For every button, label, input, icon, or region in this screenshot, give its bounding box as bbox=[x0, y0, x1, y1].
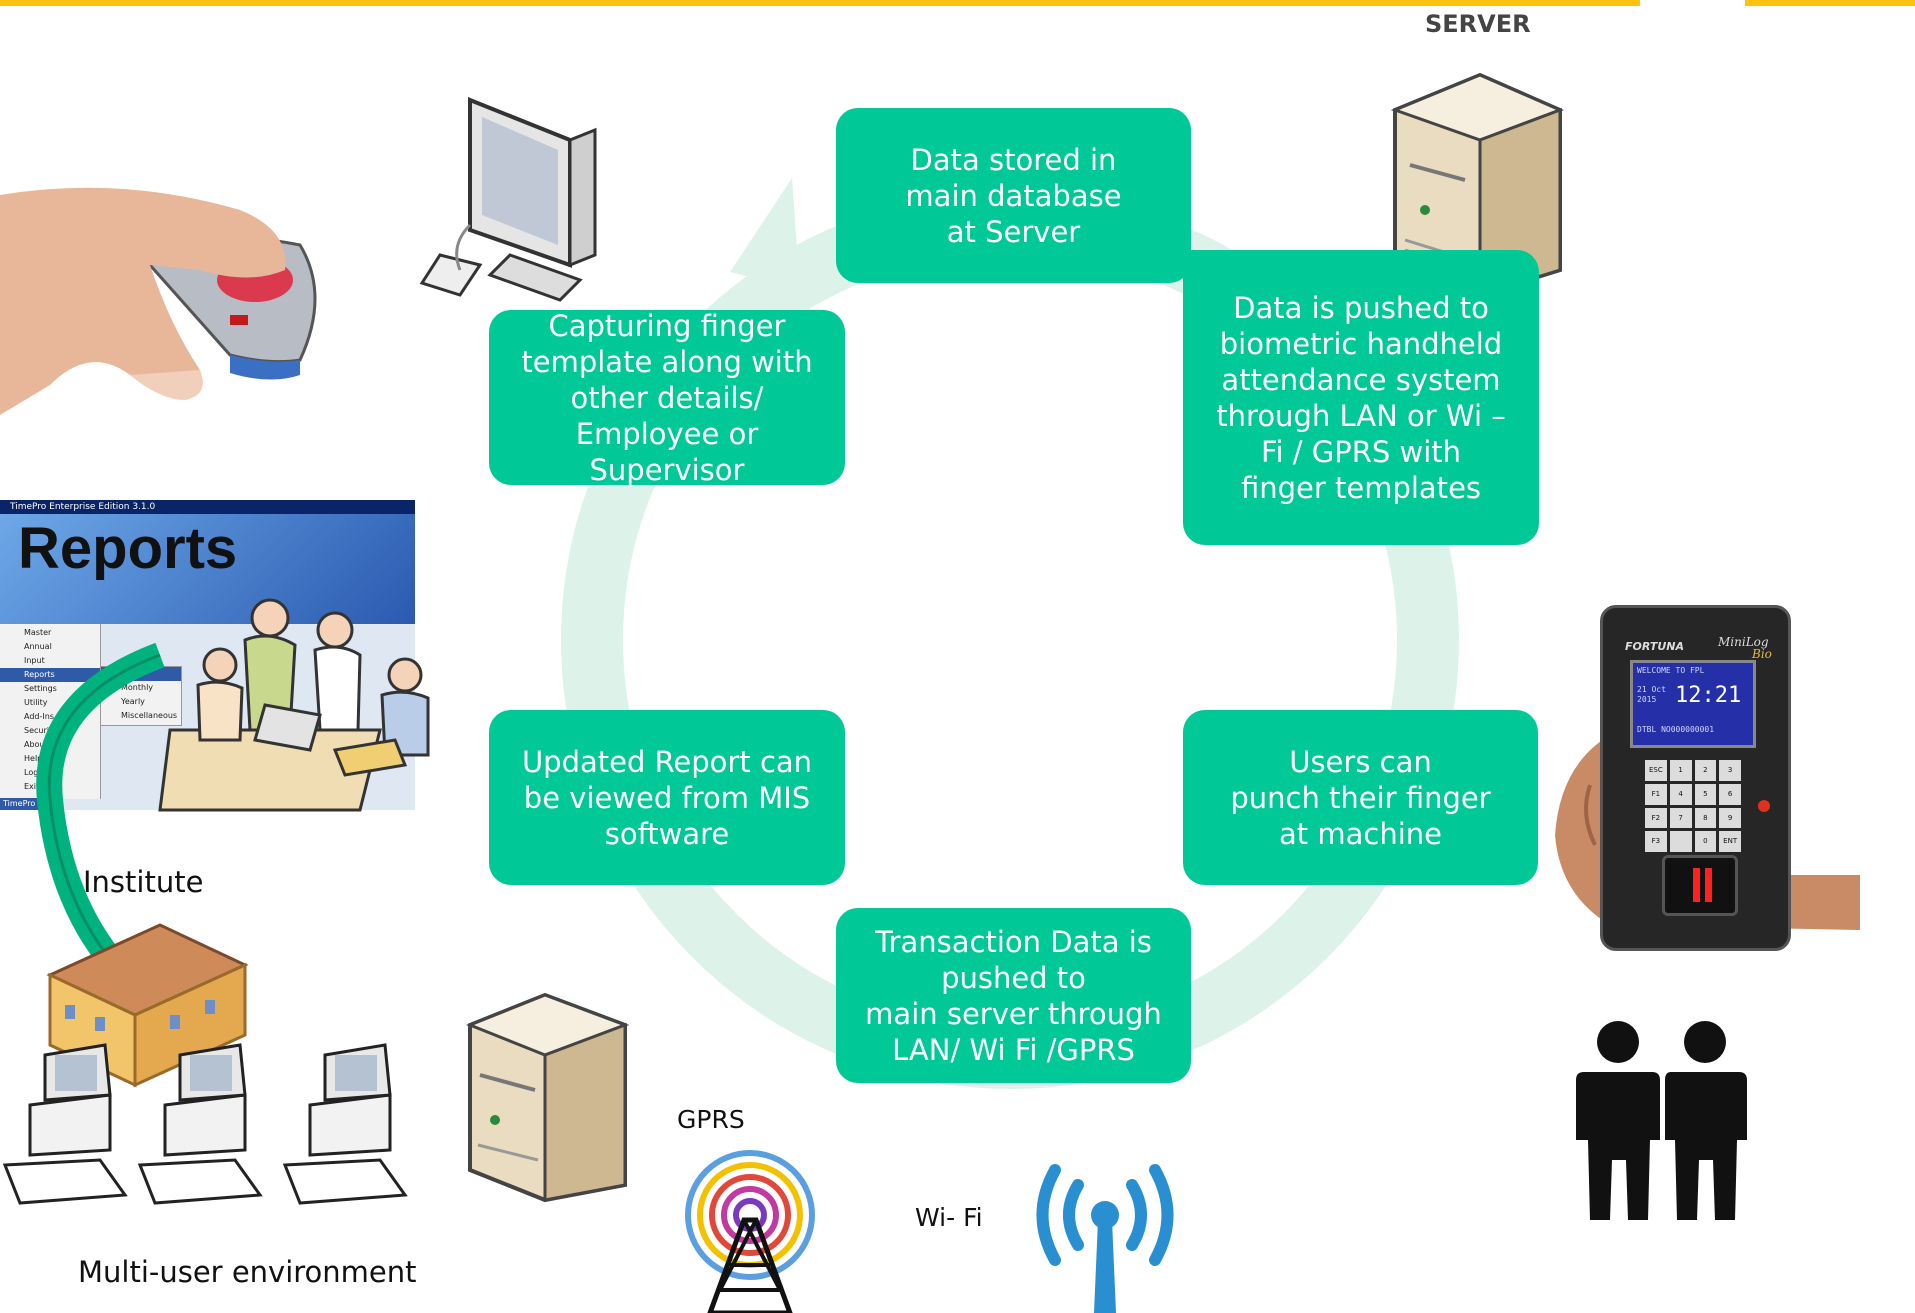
top-accent-bar-gap bbox=[1640, 0, 1745, 6]
server-label: SERVER bbox=[1425, 10, 1531, 38]
device-brand: FORTUNA bbox=[1625, 640, 1684, 653]
gprs-tower-icon bbox=[685, 1150, 815, 1313]
window-titlebar: TimePro Enterprise Edition 3.1.0 bbox=[0, 500, 415, 514]
device-model-sub: Bio bbox=[1752, 647, 1772, 661]
device-sensor-light-left bbox=[1693, 868, 1700, 902]
gprs-label: GPRS bbox=[677, 1105, 745, 1134]
device-screen-date: 21 Oct 2015 bbox=[1637, 685, 1666, 704]
step-users-punch: Users can punch their finger at machine bbox=[1183, 710, 1538, 885]
device-key-f2[interactable]: F2 bbox=[1645, 807, 1667, 829]
menu-item-utility[interactable]: Utility bbox=[24, 698, 48, 707]
desktop-monitor-icon bbox=[419, 97, 597, 302]
menu-item-settings[interactable]: Settings bbox=[24, 684, 57, 693]
wifi-antenna-icon bbox=[1036, 1164, 1174, 1313]
device-key-3[interactable]: 3 bbox=[1719, 760, 1741, 781]
device-key-blank[interactable] bbox=[1669, 831, 1692, 852]
menu-item-add-ins[interactable]: Add-Ins bbox=[24, 712, 54, 721]
device-screen-line3: DTBL NO000000001 bbox=[1637, 725, 1715, 734]
device-fingerprint-sensor bbox=[1662, 855, 1738, 916]
step-data-stored: Data stored in main database at Server bbox=[836, 108, 1191, 283]
step-updated-report: Updated Report can be viewed from MIS so… bbox=[489, 710, 845, 885]
menu-item-security[interactable]: Security bbox=[24, 726, 57, 735]
device-key-f1[interactable]: F1 bbox=[1645, 783, 1667, 805]
menu-item-master[interactable]: Master bbox=[24, 628, 52, 637]
device-screen-line1: WELCOME TO FPL bbox=[1637, 666, 1705, 675]
handheld-device: FORTUNA MiniLog Bio WELCOME TO FPL 21 Oc… bbox=[1555, 605, 1860, 951]
device-screen-time: 12:21 bbox=[1675, 683, 1742, 708]
step-capturing: Capturing finger template along with oth… bbox=[489, 309, 845, 487]
submenu-item-monthly[interactable]: Monthly bbox=[121, 683, 154, 692]
device-keypad: ESC 1 2 3 F1 4 5 6 F2 7 8 9 F3 0 ENT bbox=[1645, 760, 1741, 852]
menu-item-help[interactable]: Help bbox=[24, 754, 43, 763]
server-tower-icon bbox=[1390, 72, 1564, 298]
menu-item-input[interactable]: Input bbox=[24, 656, 45, 665]
local-server-icon bbox=[465, 992, 630, 1203]
building-icon bbox=[46, 923, 249, 1088]
workstation-icon-3 bbox=[282, 1043, 408, 1205]
device-key-7[interactable]: 7 bbox=[1669, 807, 1692, 829]
workstation-icon-1 bbox=[2, 1043, 128, 1205]
device-key-9[interactable]: 9 bbox=[1719, 807, 1741, 829]
device-key-2[interactable]: 2 bbox=[1694, 760, 1717, 781]
submenu-item-miscellaneous[interactable]: Miscellaneous bbox=[121, 711, 178, 720]
device-key-4[interactable]: 4 bbox=[1669, 783, 1692, 805]
wifi-label: Wi- Fi bbox=[915, 1203, 983, 1232]
device-key-0[interactable]: 0 bbox=[1694, 831, 1717, 852]
menu-item-reports[interactable]: Reports bbox=[0, 668, 100, 682]
device-sensor-light-right bbox=[1705, 868, 1712, 902]
device-key-f3[interactable]: F3 bbox=[1645, 831, 1667, 852]
device-key-6[interactable]: 6 bbox=[1719, 783, 1741, 805]
device-key-8[interactable]: 8 bbox=[1694, 807, 1717, 829]
office-team-clipart bbox=[158, 598, 430, 812]
submenu-item-yearly[interactable]: Yearly bbox=[121, 697, 145, 706]
institute-label: Institute bbox=[83, 865, 204, 899]
menu-item-annual[interactable]: Annual bbox=[24, 642, 52, 651]
step-data-pushed: Data is pushed to biometric handheld att… bbox=[1183, 250, 1539, 545]
device-model: MiniLog bbox=[1718, 635, 1769, 649]
users-icon bbox=[1576, 1021, 1747, 1220]
device-power-button[interactable] bbox=[1758, 800, 1770, 812]
workstation-icon-2 bbox=[137, 1043, 263, 1205]
device-key-5[interactable]: 5 bbox=[1694, 783, 1717, 805]
device-screen: WELCOME TO FPL 21 Oct 2015 12:21 DTBL NO… bbox=[1630, 660, 1756, 748]
menu-item-about[interactable]: About... bbox=[24, 740, 56, 749]
multi-user-label: Multi-user environment bbox=[78, 1255, 417, 1289]
cycle-arrowhead bbox=[730, 178, 800, 290]
fingerprint-scanner-icon bbox=[0, 187, 317, 415]
device-key-ent[interactable]: ENT bbox=[1719, 831, 1741, 852]
device-key-1[interactable]: 1 bbox=[1669, 760, 1692, 781]
menu-item-exit[interactable]: Exit... bbox=[24, 782, 47, 791]
device-key-esc[interactable]: ESC bbox=[1645, 760, 1667, 781]
window-banner bbox=[0, 514, 415, 624]
step-transaction: Transaction Data is pushed to main serve… bbox=[836, 908, 1191, 1083]
top-accent-bar bbox=[0, 0, 1915, 6]
reports-heading: Reports bbox=[18, 516, 238, 581]
